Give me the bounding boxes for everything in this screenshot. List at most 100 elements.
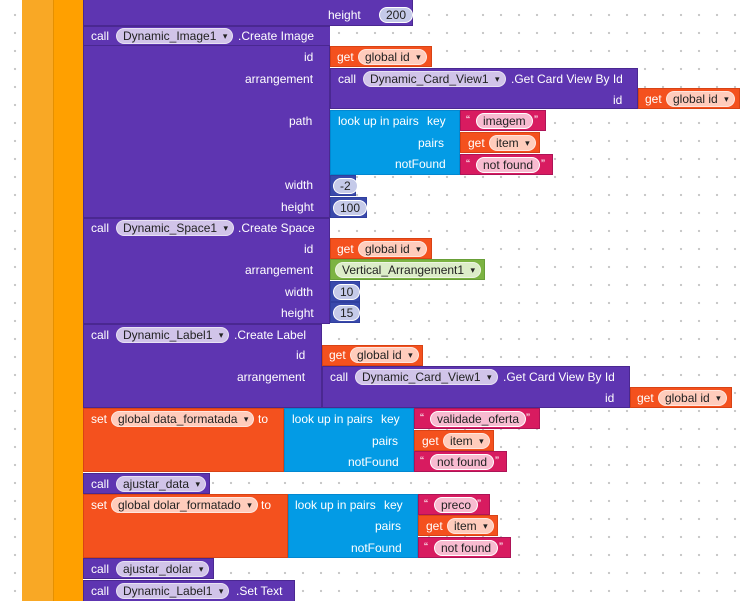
- procedure-dropdown[interactable]: ajustar_dolar: [116, 561, 210, 577]
- get-keyword: get: [422, 434, 439, 448]
- path-label: path: [289, 114, 313, 128]
- method-name: .Set Text: [236, 584, 283, 598]
- quote-close: ”: [477, 497, 481, 511]
- component-dropdown[interactable]: Dynamic_Card_View1: [355, 369, 498, 385]
- height-label: height: [281, 200, 314, 214]
- string-value[interactable]: imagem: [476, 113, 533, 129]
- lookup-in-pairs-block[interactable]: [288, 494, 418, 558]
- get-keyword: get: [645, 92, 662, 106]
- procedure-dropdown[interactable]: ajustar_data: [116, 476, 207, 492]
- lookup-title: look up in pairs: [338, 114, 419, 128]
- quote-close: ”: [526, 411, 530, 425]
- width-value[interactable]: 10: [333, 284, 361, 300]
- quote-close: ”: [499, 540, 503, 554]
- call-keyword: call: [91, 29, 110, 43]
- notfound-label: notFound: [351, 541, 402, 555]
- arrangement-label: arrangement: [245, 263, 314, 277]
- method-name: .Create Label: [234, 328, 307, 342]
- method-name: .Get Card View By Id: [511, 72, 623, 86]
- width-label: width: [285, 285, 314, 299]
- to-label: to: [258, 412, 269, 426]
- height-label: height: [328, 8, 361, 22]
- component-dropdown[interactable]: Dynamic_Label1: [116, 583, 230, 599]
- quote-open: “: [424, 540, 428, 554]
- get-keyword: get: [329, 348, 346, 362]
- call-keyword: call: [330, 370, 349, 384]
- pairs-label: pairs: [418, 136, 445, 150]
- string-value[interactable]: validade_oferta: [430, 411, 527, 427]
- arrangement-label: arrangement: [237, 370, 306, 384]
- id-label: id: [304, 50, 314, 64]
- call-keyword: call: [91, 562, 110, 576]
- string-value[interactable]: not found: [476, 157, 541, 173]
- lookup-title: look up in pairs: [295, 498, 376, 512]
- component-dropdown[interactable]: Dynamic_Space1: [116, 220, 235, 236]
- id-label: id: [296, 348, 306, 362]
- string-value[interactable]: not found: [434, 540, 499, 556]
- key-label: key: [381, 412, 400, 426]
- width-value[interactable]: -2: [333, 178, 358, 194]
- call-keyword: call: [91, 328, 110, 342]
- variable-dropdown[interactable]: global id: [666, 91, 735, 107]
- id-label: id: [605, 391, 615, 405]
- method-name: .Create Image: [238, 29, 315, 43]
- get-keyword: get: [637, 391, 654, 405]
- get-keyword: get: [337, 50, 354, 64]
- call-keyword: call: [91, 221, 110, 235]
- quote-open: “: [420, 411, 424, 425]
- notfound-label: notFound: [395, 157, 446, 171]
- id-label: id: [613, 93, 623, 107]
- key-label: key: [427, 114, 446, 128]
- component-dropdown[interactable]: Vertical_Arrangement1: [335, 262, 482, 278]
- quote-close: ”: [534, 113, 538, 127]
- variable-dropdown[interactable]: global id: [358, 49, 427, 65]
- pairs-label: pairs: [375, 519, 402, 533]
- lookup-title: look up in pairs: [292, 412, 373, 426]
- quote-open: “: [466, 113, 470, 127]
- notfound-label: notFound: [348, 455, 399, 469]
- quote-open: “: [466, 157, 470, 171]
- variable-dropdown[interactable]: global id: [358, 241, 427, 257]
- string-value[interactable]: preco: [434, 497, 479, 513]
- pairs-label: pairs: [372, 434, 399, 448]
- key-label: key: [384, 498, 403, 512]
- get-keyword: get: [426, 519, 443, 533]
- component-dropdown[interactable]: Dynamic_Image1: [116, 28, 234, 44]
- call-keyword: call: [338, 72, 357, 86]
- component-dropdown[interactable]: Dynamic_Label1: [116, 327, 230, 343]
- arrangement-label: arrangement: [245, 72, 314, 86]
- call-keyword: call: [91, 477, 110, 491]
- height-value[interactable]: 200: [379, 7, 414, 23]
- variable-dropdown[interactable]: global id: [658, 390, 727, 406]
- string-value[interactable]: not found: [430, 454, 495, 470]
- set-keyword: set: [91, 498, 108, 512]
- item-dropdown[interactable]: item: [447, 518, 494, 534]
- previous-block-tail[interactable]: [83, 0, 413, 26]
- height-value[interactable]: 100: [333, 200, 368, 216]
- height-label: height: [281, 306, 314, 320]
- width-label: width: [285, 178, 314, 192]
- set-keyword: set: [91, 412, 108, 426]
- lookup-in-pairs-block[interactable]: [284, 408, 414, 472]
- id-label: id: [304, 242, 314, 256]
- event-block-spine: [53, 0, 83, 601]
- component-dropdown[interactable]: Dynamic_Card_View1: [363, 71, 506, 87]
- variable-dropdown[interactable]: global data_formatada: [111, 411, 255, 427]
- variable-dropdown[interactable]: global id: [350, 347, 419, 363]
- get-keyword: get: [468, 136, 485, 150]
- variable-dropdown[interactable]: global dolar_formatado: [111, 497, 258, 513]
- quote-close: ”: [495, 454, 499, 468]
- quote-open: “: [420, 454, 424, 468]
- method-name: .Get Card View By Id: [503, 370, 615, 384]
- create-image-block[interactable]: [83, 26, 330, 218]
- call-keyword: call: [91, 584, 110, 598]
- quote-close: ”: [541, 157, 545, 171]
- get-keyword: get: [337, 242, 354, 256]
- height-value[interactable]: 15: [333, 305, 361, 321]
- to-label: to: [261, 498, 272, 512]
- lookup-in-pairs-block[interactable]: [330, 110, 460, 175]
- workspace-gutter: [22, 0, 53, 601]
- item-dropdown[interactable]: item: [489, 135, 536, 151]
- item-dropdown[interactable]: item: [443, 433, 490, 449]
- method-name: .Create Space: [238, 221, 315, 235]
